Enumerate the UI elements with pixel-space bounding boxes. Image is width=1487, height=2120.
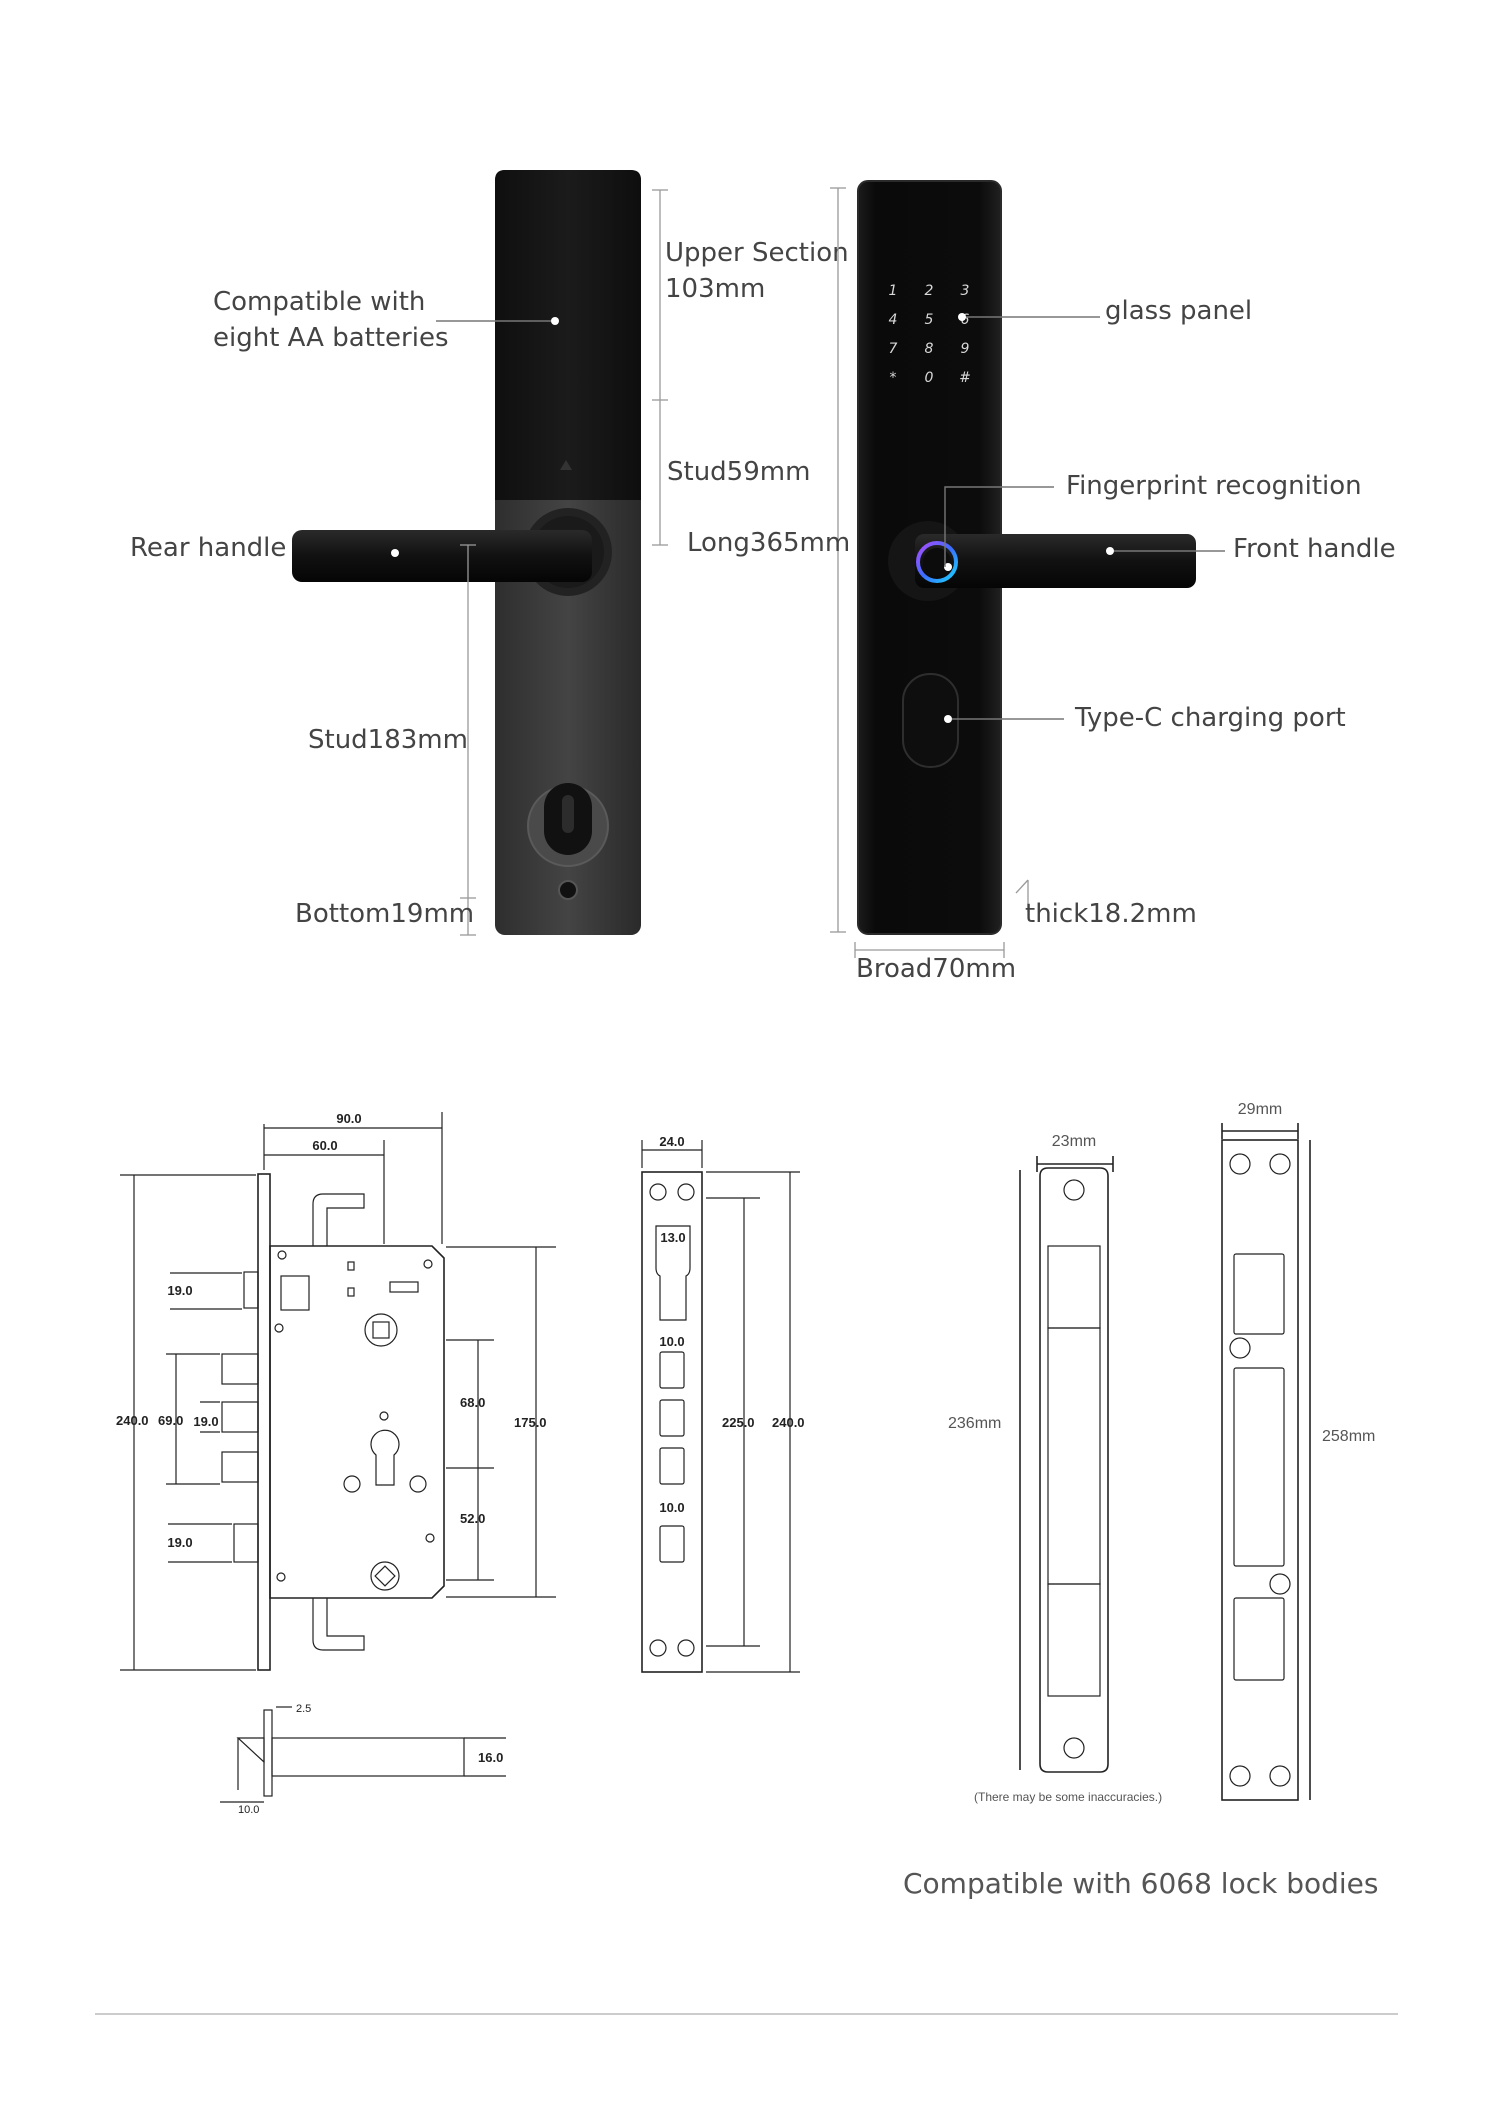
faceplate-slot-b: 10.0 [659,1500,684,1515]
faceplate-width: 24.0 [659,1134,684,1149]
front-handle-lever [915,534,1196,588]
keypad: 1 2 3 4 5 6 7 8 9 * 0 # [889,283,971,386]
dim-plate-thickness: 2.5 [296,1703,311,1715]
keypad-key[interactable]: 4 [889,312,898,328]
dim-latch: 19.0 [167,1283,192,1298]
faceplate-slot-a: 10.0 [659,1334,684,1349]
dim-lower-bolt: 19.0 [167,1535,192,1550]
broad-label: Broad70mm [856,954,1016,984]
front-handle-label: Front handle [1233,534,1396,564]
keypad-key[interactable]: 9 [961,341,970,357]
long-label: Long365mm [687,528,850,558]
dim-bolt-width: 16.0 [478,1750,503,1765]
narrow-plate-width: 23mm [1052,1133,1096,1150]
keypad-key[interactable]: # [959,370,971,386]
thick-label: thick18.2mm [1025,899,1197,929]
batteries-label: Compatible with [213,287,425,317]
rear-handle-label: Rear handle [130,533,286,563]
keypad-key[interactable]: 6 [961,312,970,328]
dim-height-faceplate: 240.0 [116,1413,149,1428]
keypad-key[interactable]: 1 [889,283,898,299]
fingerprint-icon [916,541,958,583]
keypad-key[interactable]: 0 [925,370,934,386]
glass-panel-label: glass panel [1105,296,1252,326]
narrow-plate-height: 236mm [948,1415,1001,1432]
dim-width-backset: 60.0 [312,1138,337,1153]
strike-plate-wide: 29mm 258mm [1221,1101,1375,1801]
faceplate-slot-width: 13.0 [660,1230,685,1245]
keypad-key[interactable]: 7 [889,341,898,357]
faceplate-hole-span: 225.0 [722,1415,755,1430]
dim-case-height: 175.0 [514,1415,547,1430]
keypad-key[interactable]: * [890,370,897,386]
bolt-side-view: 2.5 16.0 10.0 [220,1703,506,1816]
keypad-key[interactable]: 3 [961,283,970,299]
rear-handle-lever [292,530,592,582]
fingerprint-label: Fingerprint recognition [1066,471,1362,501]
dim-bolt-offset: 10.0 [238,1804,259,1816]
keypad-key[interactable]: 8 [925,341,934,357]
keyhole-icon [558,880,578,900]
upper-section-label: Upper Section [665,238,849,268]
wide-plate-width: 29mm [1238,1101,1282,1118]
dim-cylinder-bottom: 52.0 [460,1511,485,1526]
wide-plate-height: 258mm [1322,1428,1375,1445]
dim-spindle-cylinder: 68.0 [460,1395,485,1410]
stud-lower-label: Stud183mm [308,725,468,755]
type-c-port-cover [902,673,959,768]
faceplate-height: 240.0 [772,1415,805,1430]
lock-body-drawing: 90.0 60.0 240.0 69.0 19.0 19.0 19.0 175.… [116,1111,556,1671]
stud-upper-label: Stud59mm [667,457,810,487]
upper-section-value: 103mm [665,274,765,304]
faceplate-drawing: 24.0 13.0 10.0 10.0 225.0 240.0 [641,1134,805,1673]
keypad-key[interactable]: 5 [925,312,934,328]
dim-bolt-span: 69.0 [158,1413,183,1428]
keypad-key[interactable]: 2 [925,283,934,299]
strike-plate-narrow: 23mm 236mm [948,1133,1114,1773]
front-panel: 1 2 3 4 5 6 7 8 9 * 0 # [857,180,1196,935]
inaccuracy-note: (There may be some inaccuracies.) [974,1790,1162,1804]
rear-panel [292,170,641,935]
product-callouts: Compatible with eight AA batteries Upper… [130,187,1396,984]
bottom-label: Bottom19mm [295,899,474,929]
footer-caption: Compatible with 6068 lock bodies [903,1867,1378,1900]
batteries-label-2: eight AA batteries [213,323,449,353]
dim-deadbolt: 19.0 [193,1414,218,1429]
type-c-label: Type-C charging port [1074,703,1346,733]
dim-width-total: 90.0 [336,1111,361,1126]
